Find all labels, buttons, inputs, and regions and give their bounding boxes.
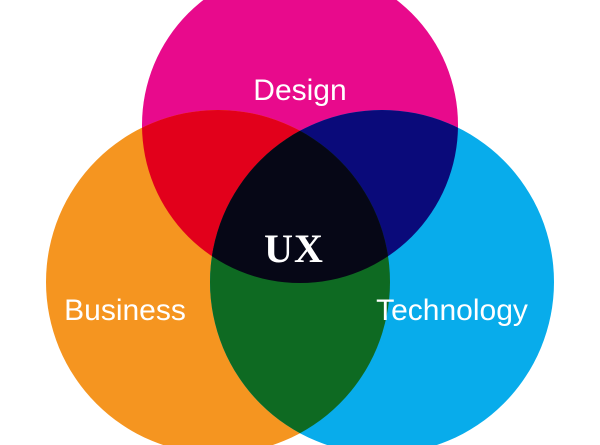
business-label: Business [64,294,186,327]
technology-label: Technology [376,294,528,327]
ux-center-label: UX [264,226,324,271]
design-label: Design [253,74,346,107]
